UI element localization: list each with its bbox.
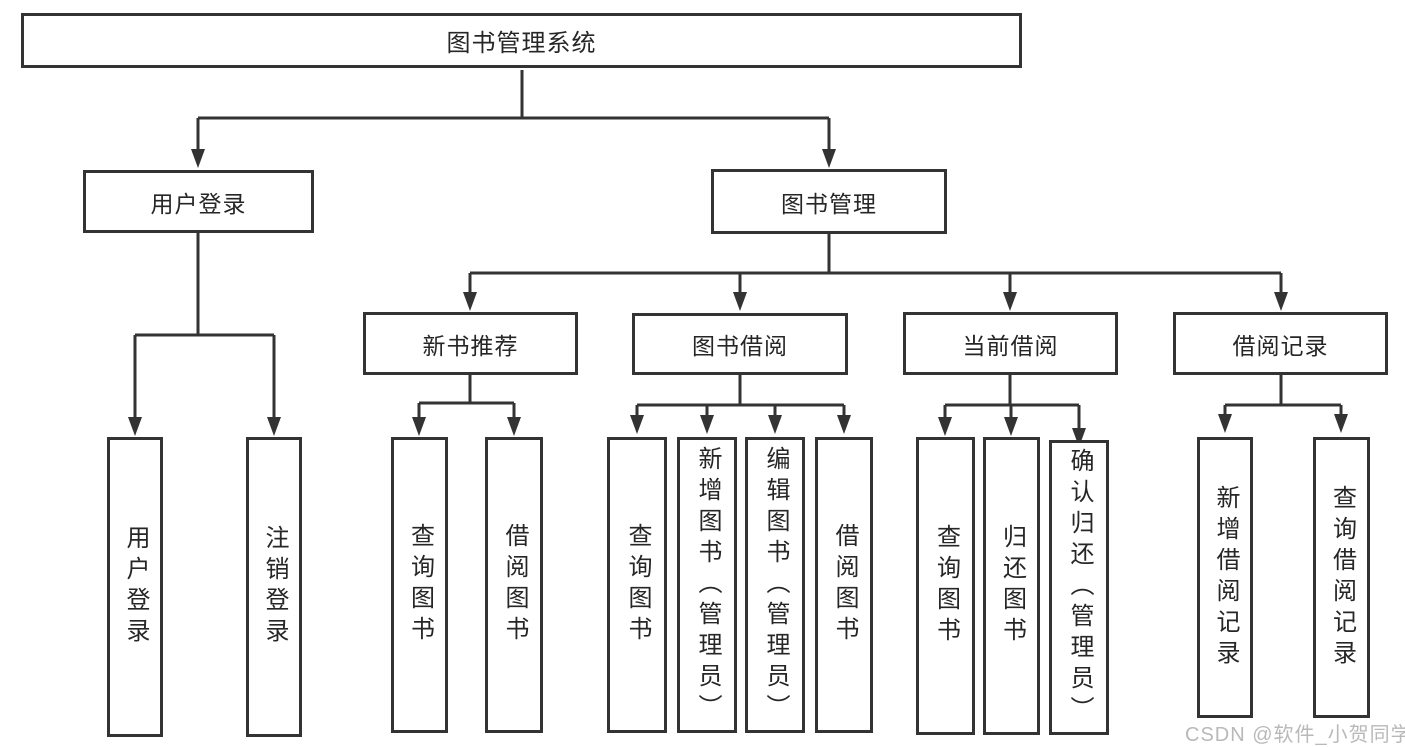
arrowhead [128, 417, 142, 436]
arrowhead [412, 417, 426, 436]
leaf-add-borrow-record: 新增借阅记录 [1197, 437, 1253, 718]
leaf-return-book-label: 归还图书 [998, 524, 1026, 648]
leaf-borrow-book: 借阅图书 [815, 437, 873, 733]
leaf-recommend-query-book: 查询图书 [391, 437, 448, 733]
leaf-confirm-return-admin-label: 确认归还（管理员） [1066, 448, 1093, 727]
node-current-borrow: 当前借阅 [903, 312, 1118, 375]
arrowhead [630, 415, 644, 434]
arrowhead [507, 417, 521, 436]
connector-root-level2 [196, 70, 831, 153]
node-new-book-recommend: 新书推荐 [363, 312, 578, 375]
leaf-user-login: 用户登录 [107, 437, 163, 737]
leaf-edit-book-admin-label: 编辑图书（管理员） [762, 445, 789, 725]
leaf-borrow-query-book-label: 查询图书 [624, 523, 651, 647]
leaf-confirm-return-admin: 确认归还（管理员） [1049, 440, 1109, 735]
arrowhead [267, 417, 281, 436]
arrowhead [837, 415, 851, 434]
node-borrow-record: 借阅记录 [1173, 312, 1388, 375]
leaf-borrow-query-book: 查询图书 [607, 437, 667, 733]
node-book-management-label: 图书管理 [781, 190, 877, 217]
arrowhead [1218, 414, 1232, 433]
leaf-current-query-book-label: 查询图书 [932, 524, 960, 648]
node-book-borrow-label: 图书借阅 [692, 333, 788, 359]
arrowhead [191, 149, 205, 168]
arrowhead [768, 415, 782, 434]
leaf-recommend-query-book-label: 查询图书 [406, 523, 434, 647]
arrowhead [1334, 414, 1348, 433]
connector-currentborrow-leaves [943, 375, 1081, 430]
node-book-borrow: 图书借阅 [632, 313, 848, 375]
connector-borrowrecord-leaves [1223, 375, 1343, 418]
leaf-current-query-book: 查询图书 [916, 437, 975, 735]
arrowhead [1274, 292, 1288, 311]
node-current-borrow-label: 当前借阅 [962, 332, 1059, 359]
watermark-text: CSDN @软件_小贺同学 [1185, 724, 1405, 746]
leaf-recommend-borrow-book: 借阅图书 [485, 437, 543, 733]
arrowhead [822, 149, 836, 168]
node-book-management: 图书管理 [711, 169, 947, 234]
leaf-logout-label: 注销登录 [261, 525, 288, 649]
arrowhead [463, 292, 477, 311]
leaf-query-borrow-record: 查询借阅记录 [1313, 437, 1370, 718]
connector-userlogin-leaves [133, 233, 276, 421]
arrowhead [700, 415, 714, 434]
leaf-query-borrow-record-label: 查询借阅记录 [1328, 484, 1356, 671]
node-user-login: 用户登录 [83, 170, 314, 233]
leaf-return-book: 归还图书 [983, 437, 1040, 735]
leaf-edit-book-admin: 编辑图书（管理员） [745, 437, 805, 733]
connector-newbook-leaves [417, 375, 516, 421]
leaf-add-book-admin-label: 新增图书（管理员） [694, 445, 721, 725]
connector-bookmgmt-level3 [468, 234, 1283, 297]
leaf-user-login-label: 用户登录 [122, 525, 149, 649]
connector-bookborrow-leaves [635, 375, 846, 419]
node-library-system: 图书管理系统 [21, 13, 1022, 68]
leaf-recommend-borrow-book-label: 借阅图书 [501, 523, 528, 647]
arrowhead [938, 417, 952, 436]
leaf-add-borrow-record-label: 新增借阅记录 [1212, 484, 1239, 671]
leaf-add-book-admin: 新增图书（管理员） [677, 437, 737, 733]
node-borrow-record-label: 借阅记录 [1232, 332, 1329, 359]
arrowhead [1003, 292, 1017, 311]
leaf-borrow-book-label: 借阅图书 [831, 523, 858, 647]
node-new-book-recommend-label: 新书推荐 [422, 332, 519, 359]
node-library-system-label: 图书管理系统 [446, 30, 597, 57]
node-user-login-label: 用户登录 [150, 190, 247, 217]
arrowhead [1004, 417, 1018, 436]
leaf-logout: 注销登录 [246, 437, 302, 737]
arrowhead [733, 292, 747, 311]
